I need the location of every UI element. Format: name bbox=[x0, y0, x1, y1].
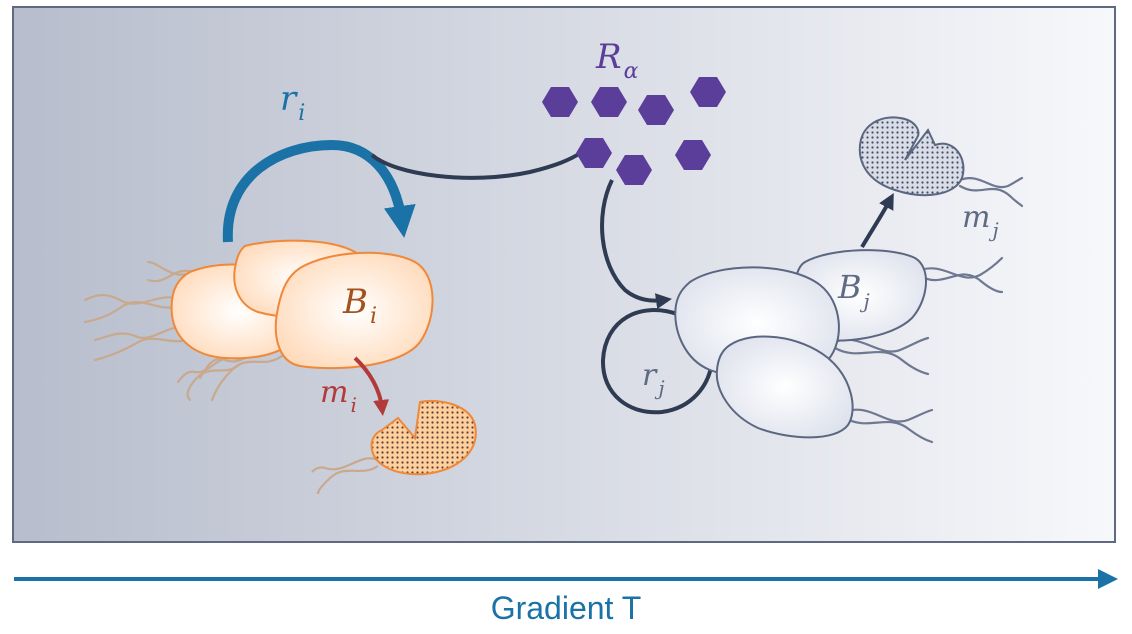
resource-hexagon bbox=[690, 77, 726, 107]
growth-i-label: ri bbox=[280, 79, 305, 126]
dead-bacterium-i bbox=[311, 399, 477, 495]
mortality-arrow-j bbox=[860, 192, 894, 249]
gradient-axis-label: Gradient T bbox=[490, 590, 642, 626]
bacteria-cluster-i bbox=[170, 239, 434, 370]
growth-arrow-i bbox=[222, 139, 416, 243]
resource-hexagon bbox=[542, 87, 578, 117]
bacteria-cluster-j bbox=[674, 249, 928, 439]
resource-consumption-link-j bbox=[600, 179, 672, 310]
resource-cluster bbox=[542, 77, 726, 185]
growth-loop-j bbox=[600, 308, 714, 415]
biomass-i-label: Bi bbox=[342, 282, 377, 329]
resource-hexagon bbox=[638, 95, 674, 125]
resource-consumption-link-i bbox=[370, 150, 584, 180]
resource-hexagon bbox=[591, 87, 627, 117]
bacterium-i-front bbox=[274, 251, 434, 370]
resource-hexagon bbox=[576, 138, 612, 168]
resource-hexagon bbox=[616, 155, 652, 185]
resource-hexagon bbox=[675, 140, 711, 170]
mortality-arrow-i bbox=[353, 356, 390, 416]
resource-label: Rα bbox=[595, 37, 639, 84]
bacterium-j-front bbox=[715, 335, 854, 439]
dead-bacterium-j bbox=[858, 116, 965, 197]
